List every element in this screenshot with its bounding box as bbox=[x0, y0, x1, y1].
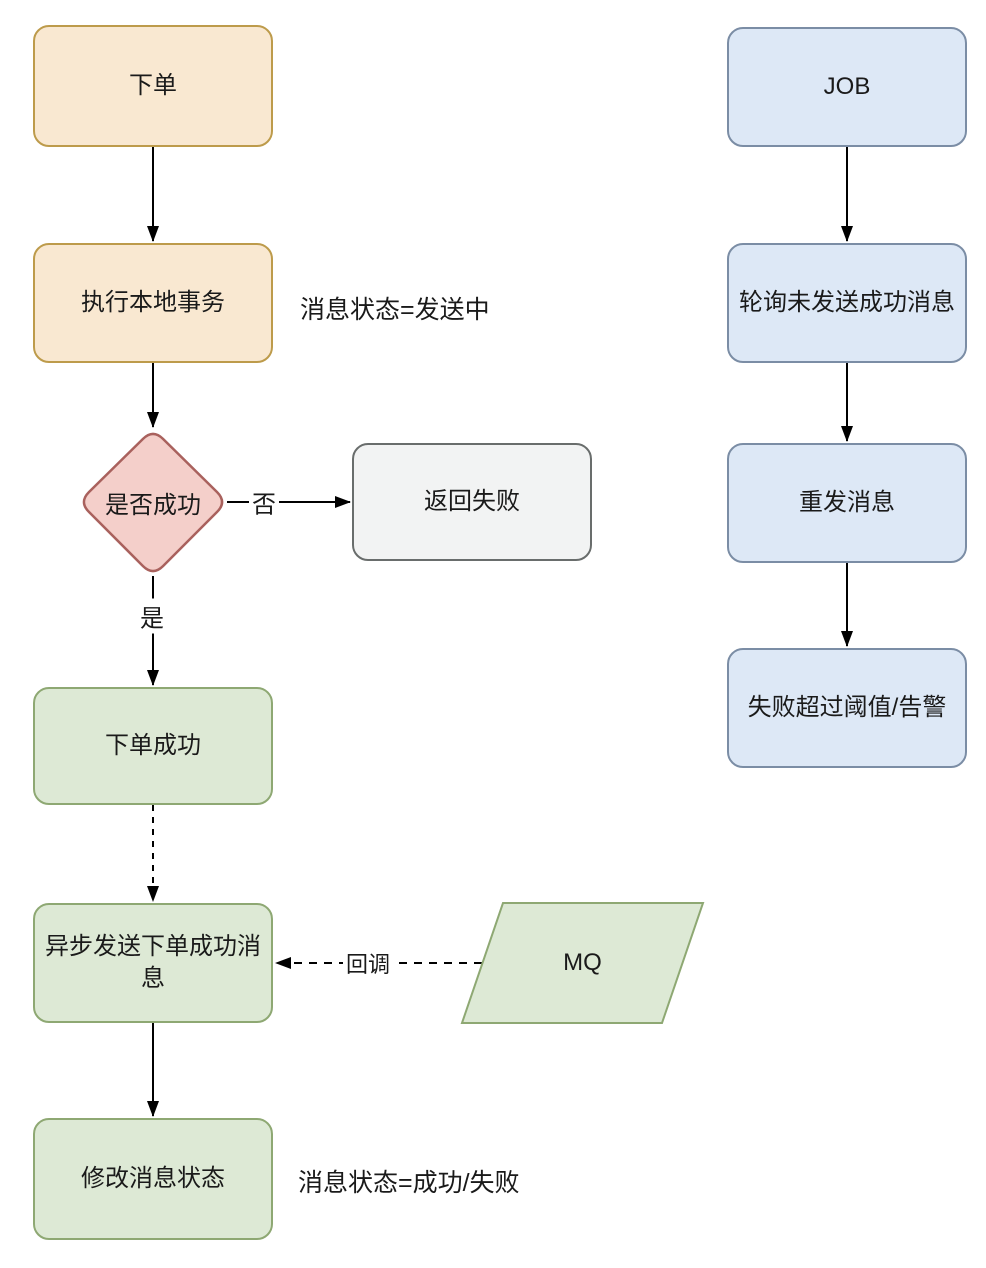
decision-is-success: 是否成功 bbox=[79, 429, 227, 576]
node-failure-threshold-alert-label: 失败超过阈值/告警 bbox=[747, 693, 947, 721]
node-async-send-message: 异步发送下单成功消息 bbox=[33, 903, 273, 1023]
mq-parallelogram-shape bbox=[460, 902, 705, 1024]
decision-is-success-label: 是否成功 bbox=[105, 492, 201, 519]
edge-label-no: 否 bbox=[249, 484, 279, 520]
node-update-message-status-label: 修改消息状态 bbox=[81, 1164, 225, 1192]
node-job: JOB bbox=[727, 27, 967, 147]
node-resend-message: 重发消息 bbox=[727, 443, 967, 563]
node-return-failure-label: 返回失败 bbox=[424, 487, 520, 515]
node-async-send-message-label: 异步发送下单成功消息 bbox=[45, 932, 261, 992]
shape-mq-label: MQ bbox=[563, 949, 602, 976]
node-place-order: 下单 bbox=[33, 25, 273, 147]
annotation-message-status-result: 消息状态=成功/失败 bbox=[298, 1169, 520, 1197]
node-place-order-label: 下单 bbox=[129, 71, 177, 99]
shape-mq: MQ bbox=[462, 903, 703, 1023]
edge-label-yes: 是 bbox=[137, 598, 167, 634]
node-poll-unsent-messages-label: 轮询未发送成功消息 bbox=[739, 288, 955, 316]
node-job-label: JOB bbox=[823, 72, 871, 100]
annotation-message-status-sending: 消息状态=发送中 bbox=[300, 296, 490, 324]
node-resend-message-label: 重发消息 bbox=[799, 488, 895, 516]
decision-diamond-shape bbox=[82, 432, 224, 573]
edge-label-callback: 回调 bbox=[342, 947, 394, 979]
node-local-transaction: 执行本地事务 bbox=[33, 243, 273, 363]
node-order-success-label: 下单成功 bbox=[105, 731, 201, 759]
node-return-failure: 返回失败 bbox=[352, 443, 592, 561]
node-order-success: 下单成功 bbox=[33, 687, 273, 805]
node-poll-unsent-messages: 轮询未发送成功消息 bbox=[727, 243, 967, 363]
node-failure-threshold-alert: 失败超过阈值/告警 bbox=[727, 648, 967, 768]
node-local-transaction-label: 执行本地事务 bbox=[81, 288, 225, 316]
node-update-message-status: 修改消息状态 bbox=[33, 1118, 273, 1240]
